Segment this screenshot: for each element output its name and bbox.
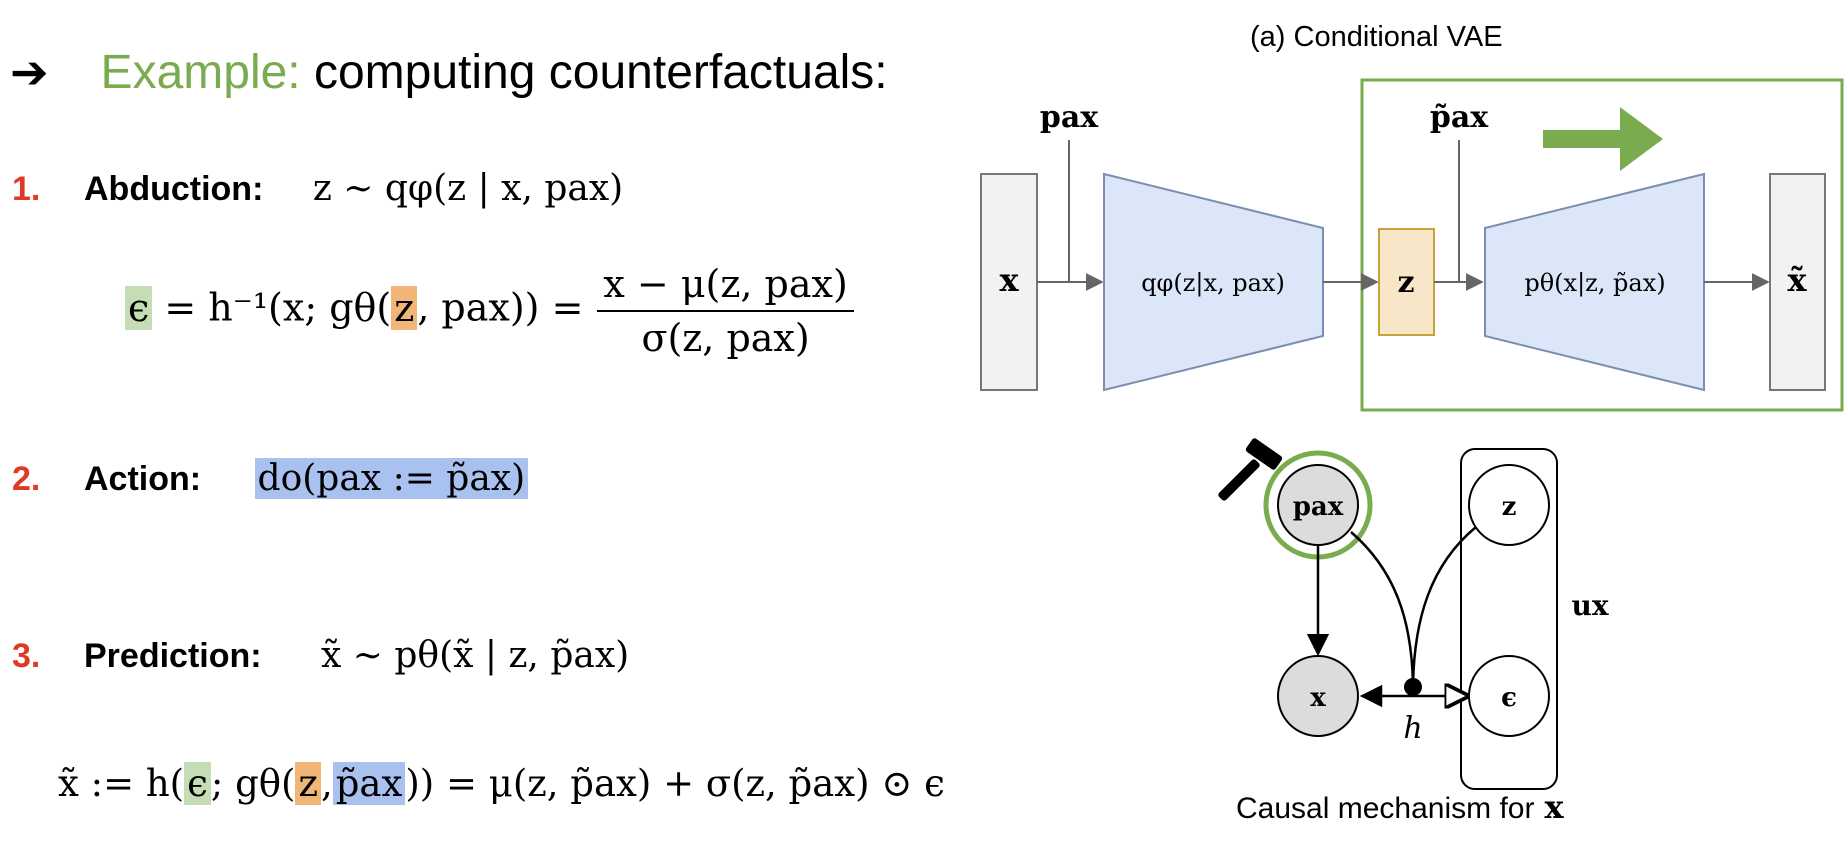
equation-part: = h⁻¹(x; gθ( <box>152 285 392 330</box>
step-formula: x̃ ∼ pθ(x̃ | z, p̃ax) <box>321 635 630 676</box>
equation-part: , pax)) = <box>417 285 584 330</box>
epsilon-highlight: ϵ <box>184 762 211 805</box>
step-label: Action: <box>84 460 202 498</box>
step-number: 2. <box>12 460 41 498</box>
node-x-label: x <box>1310 683 1326 713</box>
encoder-trapezoid <box>1103 172 1324 392</box>
pa-cf-label: p̃ax <box>1430 100 1489 135</box>
fraction: x − μ(z, pax)σ(z, pax) <box>597 262 854 360</box>
graph-caption: Causal mechanism for x <box>1236 788 1564 826</box>
arrow-icon: ➔ <box>10 46 49 98</box>
step-formula: z ∼ qφ(z | x, pax) <box>312 168 624 209</box>
output-box <box>1769 173 1826 391</box>
step-number: 3. <box>12 637 41 675</box>
step-number: 1. <box>12 170 41 208</box>
step-formula: do(pax := p̃ax) <box>254 458 529 499</box>
z-highlight: z <box>295 762 321 805</box>
encoder-label: qφ(z|x, pax) <box>1141 269 1285 298</box>
pa-input-label: pax <box>1040 100 1099 135</box>
output-label: x̃ <box>1787 261 1807 299</box>
mechanism-junction <box>1404 678 1422 696</box>
title-accent: Example: <box>100 46 301 99</box>
decoder-highlight-box <box>1360 78 1844 412</box>
decoder-label: pθ(x|z, p̃ax) <box>1524 269 1665 298</box>
fraction-denominator: σ(z, pax) <box>641 316 810 360</box>
pa-tilde-highlight: p̃ax <box>332 762 406 805</box>
z-highlight: z <box>391 285 418 330</box>
node-pa-label: pax <box>1293 492 1344 522</box>
step-abduction: 1. Abduction: z ∼ qφ(z | x, pax) <box>12 168 623 209</box>
title-text: computing counterfactuals: <box>300 46 888 99</box>
abduction-equation: ϵ = h⁻¹(x; gθ(z, pax)) = x − μ(z, pax)σ(z… <box>125 262 854 360</box>
edge-pa-h <box>1350 531 1415 687</box>
forward-arrow-icon <box>1543 107 1663 171</box>
epsilon-highlight: ϵ <box>125 285 153 330</box>
step-action: 2. Action: do(pax := p̃ax) <box>12 458 529 499</box>
page-title: ➔ Example: computing counterfactuals: <box>10 45 888 100</box>
hammer-icon <box>1218 438 1283 501</box>
vae-caption: (a) Conditional VAE <box>1250 21 1503 53</box>
mechanism-label: h <box>1403 711 1422 746</box>
node-epsilon-label: ϵ <box>1501 683 1517 713</box>
step-label: Prediction: <box>84 637 262 675</box>
graph-caption-var: x <box>1544 788 1564 826</box>
decoder-trapezoid <box>1484 172 1705 392</box>
noise-plate <box>1460 448 1558 790</box>
node-z <box>1468 464 1550 546</box>
node-z-label: z <box>1502 492 1517 522</box>
equation-part: x̃ := h( <box>58 762 185 805</box>
equation-part: , <box>320 762 333 805</box>
graph-caption-text: Causal mechanism for <box>1236 792 1534 825</box>
noise-plate-label: ux <box>1571 589 1608 622</box>
latent-label: z <box>1397 265 1414 300</box>
latent-box <box>1378 228 1435 336</box>
edge-z-h <box>1411 526 1477 687</box>
input-label: x <box>999 261 1019 299</box>
fraction-numerator: x − μ(z, pax) <box>597 262 854 312</box>
prediction-equation: x̃ := h(ϵ; gθ(z,p̃ax)) = μ(z, p̃ax) + σ(… <box>58 762 945 805</box>
step-label: Abduction: <box>84 170 264 208</box>
equation-part: ; gθ( <box>210 762 296 805</box>
input-box <box>980 173 1038 391</box>
step-prediction: 3. Prediction: x̃ ∼ pθ(x̃ | z, p̃ax) <box>12 635 629 676</box>
equation-part: )) = μ(z, p̃ax) + σ(z, p̃ax) ⊙ ϵ <box>405 762 945 805</box>
